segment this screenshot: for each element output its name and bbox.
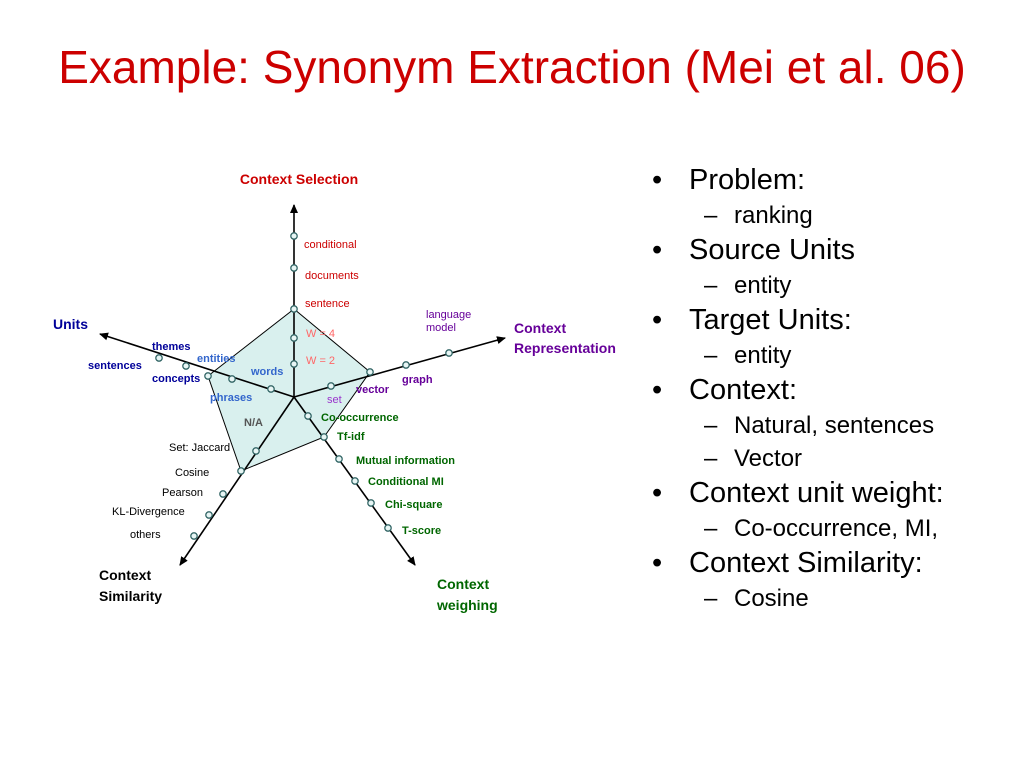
tick-label: T-score xyxy=(402,525,441,537)
tick-marker xyxy=(351,477,359,485)
axis-title-context-weighing: Context weighing xyxy=(436,576,498,613)
tick-label: graph xyxy=(402,374,433,386)
tick-label: set xyxy=(327,394,342,406)
tick-marker xyxy=(367,499,375,507)
tick-marker xyxy=(290,305,298,313)
tick-label-line: language xyxy=(426,309,471,321)
tick-marker xyxy=(290,360,298,368)
bullet-item: Target Units: xyxy=(648,302,1018,339)
tick-marker xyxy=(304,412,312,420)
tick-marker xyxy=(155,354,163,362)
tick-label: Co-occurrence xyxy=(321,412,399,424)
sub-bullet-item: ranking xyxy=(648,199,1018,232)
tick-label: Set: Jaccard xyxy=(169,442,230,454)
sub-bullet-item: Vector xyxy=(648,442,1018,475)
tick-marker xyxy=(204,372,212,380)
tick-label: KL-Divergence xyxy=(112,506,185,518)
tick-label: language model xyxy=(426,309,474,334)
tick-label: N/A xyxy=(244,417,263,429)
sub-bullet-item: Natural, sentences xyxy=(648,409,1018,442)
axis-title-line: Context xyxy=(514,320,566,336)
tick-label-line: model xyxy=(426,322,456,334)
tick-marker xyxy=(290,232,298,240)
bullet-item: Context unit weight: xyxy=(648,475,1018,512)
tick-label: others xyxy=(130,529,161,541)
axis-title-line: weighing xyxy=(436,597,498,613)
tick-label: sentences xyxy=(88,360,142,372)
tick-marker xyxy=(384,524,392,532)
slide-title: Example: Synonym Extraction (Mei et al. … xyxy=(58,41,966,93)
axis-title-line: Similarity xyxy=(99,588,162,604)
tick-label: Chi-square xyxy=(385,499,442,511)
tick-marker xyxy=(327,382,335,390)
tick-marker xyxy=(219,490,227,498)
axis-tick-markers xyxy=(155,232,453,540)
tick-marker xyxy=(205,511,213,519)
tick-label: Tf-idf xyxy=(337,431,365,443)
tick-marker xyxy=(290,264,298,272)
tick-marker xyxy=(237,467,245,475)
tick-label: words xyxy=(250,366,283,378)
sub-bullet-item: entity xyxy=(648,269,1018,302)
axis-title-line: Context xyxy=(437,576,489,592)
bullet-item: Context Similarity: xyxy=(648,545,1018,582)
axis-context-similarity-line xyxy=(179,396,295,566)
tick-label: Cosine xyxy=(175,467,209,479)
tick-label: Pearson xyxy=(162,487,203,499)
selection-polygon xyxy=(207,308,371,472)
tick-label: phrases xyxy=(210,392,252,404)
tick-marker xyxy=(252,447,260,455)
tick-label: documents xyxy=(305,270,359,282)
tick-marker xyxy=(402,361,410,369)
tick-marker xyxy=(366,368,374,376)
sub-bullet-item: Co-occurrence, MI, xyxy=(648,512,1018,545)
tick-marker xyxy=(182,362,190,370)
bullet-list: Problem: ranking Source Units entity Tar… xyxy=(648,162,1018,615)
five-axis-diagram: Context Selection Context Representation… xyxy=(53,171,616,613)
axis-title-line: Units xyxy=(53,316,88,332)
tick-label: conditional xyxy=(304,239,357,251)
sub-bullet-item: Cosine xyxy=(648,582,1018,615)
tick-marker xyxy=(320,433,328,441)
tick-label: sentence xyxy=(305,298,350,310)
tick-label: W = 4 xyxy=(306,328,335,340)
axis-title-line: Representation xyxy=(514,340,616,356)
tick-label: vector xyxy=(356,384,390,396)
axis-title-context-selection: Context Selection xyxy=(240,171,358,187)
axis-title-context-similarity: Context Similarity xyxy=(99,567,162,604)
tick-marker xyxy=(290,334,298,342)
tick-label: Conditional MI xyxy=(368,476,444,488)
tick-marker xyxy=(267,385,275,393)
tick-label: concepts xyxy=(152,373,200,385)
axis-title-context-representation: Context Representation xyxy=(514,320,616,356)
tick-label: W = 2 xyxy=(306,355,335,367)
sub-bullet-item: entity xyxy=(648,339,1018,372)
axis-title-units: Units xyxy=(53,316,88,332)
tick-marker xyxy=(335,455,343,463)
tick-marker xyxy=(190,532,198,540)
bullet-item: Problem: xyxy=(648,162,1018,199)
tick-label: entities xyxy=(197,353,236,365)
tick-label: themes xyxy=(152,341,191,353)
axis-title-line: Context xyxy=(99,567,151,583)
bullet-item: Context: xyxy=(648,372,1018,409)
tick-label: Mutual information xyxy=(356,455,455,467)
tick-marker xyxy=(228,375,236,383)
bullet-item: Source Units xyxy=(648,232,1018,269)
axis-title-line: Context Selection xyxy=(240,171,358,187)
tick-marker xyxy=(445,349,453,357)
axis-units-line xyxy=(99,332,295,398)
